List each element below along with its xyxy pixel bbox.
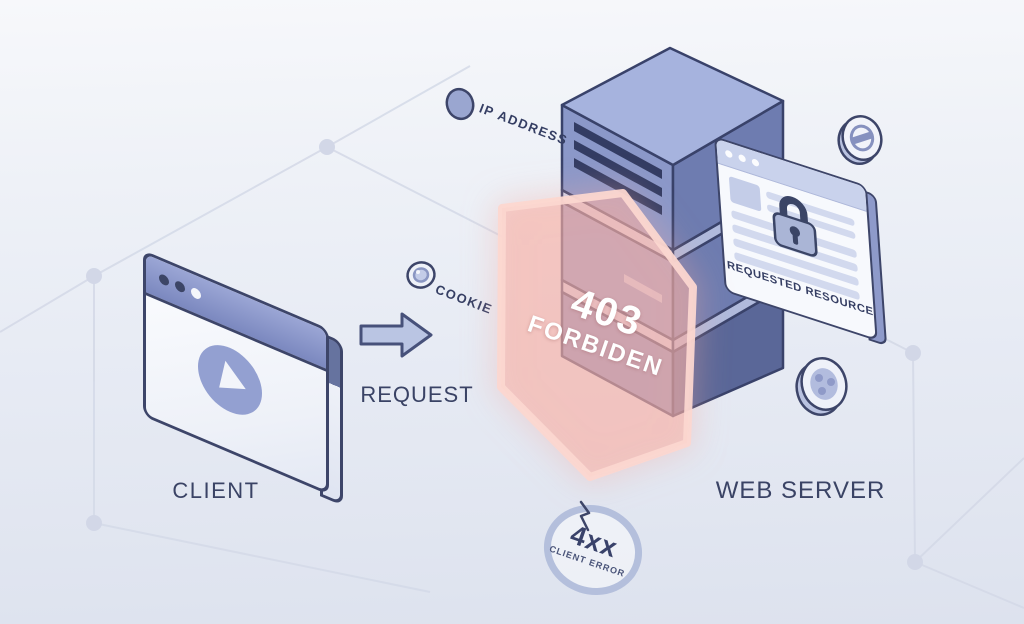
card-face: REQUESTED RESOURCE	[714, 136, 878, 342]
ellipse-token-icon	[445, 87, 475, 121]
titlebar-dot	[159, 272, 169, 288]
content-thumbnail	[728, 175, 762, 212]
requested-resource-card: REQUESTED RESOURCE	[714, 136, 888, 347]
header-dot	[738, 153, 746, 163]
error-class-badge	[543, 500, 643, 596]
client-label: CLIENT	[172, 478, 260, 503]
lightning-bolt-icon	[579, 500, 591, 532]
titlebar-dot	[175, 279, 185, 294]
dotted-coin-icon	[795, 357, 848, 416]
no-entry-coin-icon	[837, 115, 883, 165]
titlebar-dot	[191, 286, 201, 301]
web-server-label: WEB SERVER	[715, 477, 886, 504]
header-dot	[751, 157, 760, 168]
play-triangle-icon	[219, 360, 249, 403]
hexagonal-shield-icon	[497, 189, 697, 481]
padlock-icon	[772, 196, 818, 257]
play-button-icon	[198, 334, 262, 426]
header-dot	[724, 149, 733, 159]
request-label: REQUEST	[360, 382, 474, 407]
right-arrow-icon	[359, 312, 433, 358]
donut-ring-icon	[406, 261, 436, 289]
server-vent-slats	[574, 122, 662, 215]
